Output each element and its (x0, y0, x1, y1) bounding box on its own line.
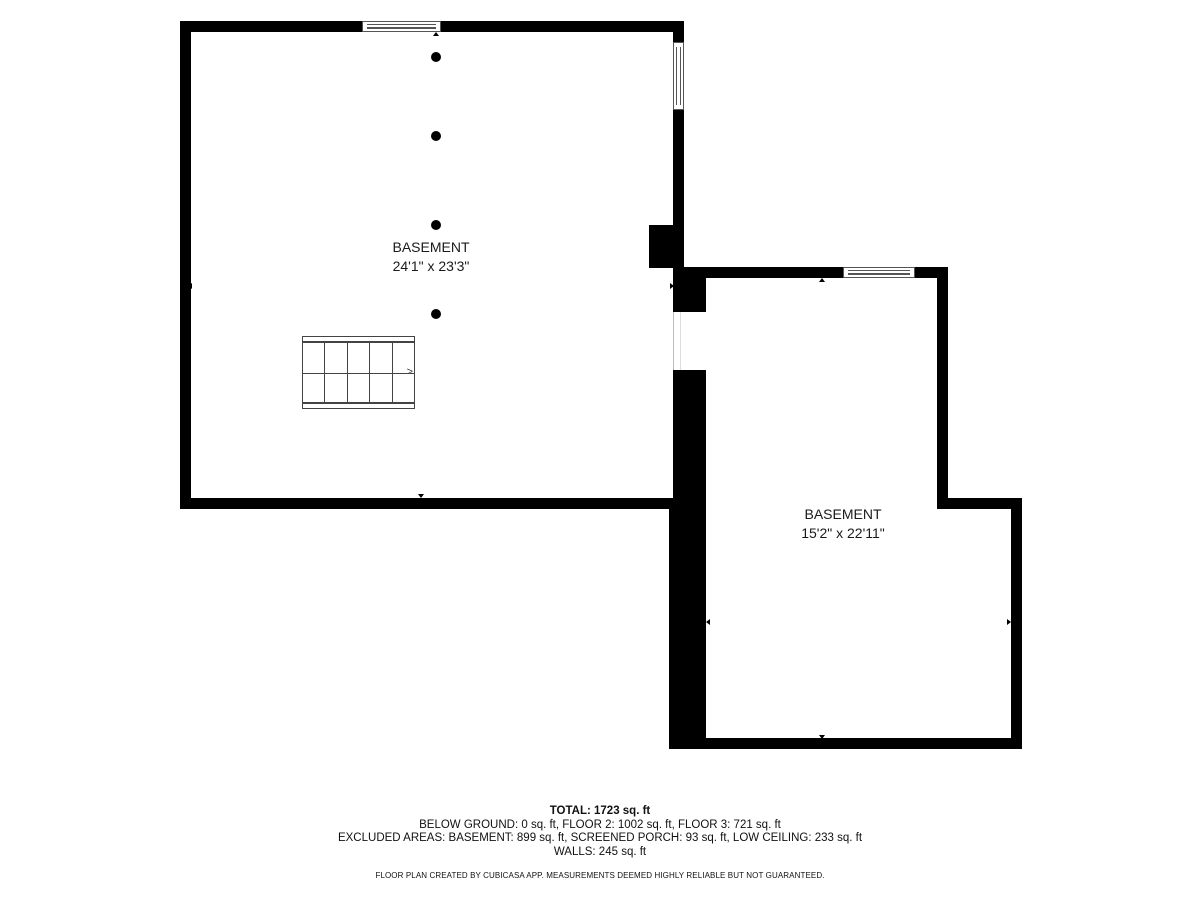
dimension-tick-icon (819, 735, 825, 739)
support-column-icon (431, 131, 441, 141)
wall-left (180, 21, 191, 508)
window-top (362, 21, 441, 32)
wall-left-upper (673, 267, 706, 312)
walls-area: WALLS: 245 sq. ft (553, 845, 647, 858)
window-right (673, 42, 684, 110)
room-name: BASEMENT (392, 239, 470, 255)
area-summary: TOTAL: 1723 sq. ft BELOW GROUND: 0 sq. f… (0, 805, 1200, 881)
wall-right-mid (673, 110, 684, 268)
wall-top-right (441, 21, 684, 32)
room-dimensions: 15'2" x 22'11" (801, 525, 885, 541)
disclaimer: FLOOR PLAN CREATED BY CUBICASA APP. MEAS… (375, 871, 825, 880)
room-dimensions: 24'1" x 23'3" (392, 258, 470, 274)
support-column-icon (431, 52, 441, 62)
dimension-tick-icon (1007, 619, 1011, 625)
wall-step (937, 498, 1022, 509)
wall-bump (649, 225, 684, 268)
dimension-tick-icon (706, 619, 710, 625)
wall-top-left (673, 267, 843, 278)
floor-areas: BELOW GROUND: 0 sq. ft, FLOOR 2: 1002 sq… (419, 818, 781, 831)
wall-top-left (180, 21, 362, 32)
dimension-tick-icon (670, 283, 674, 289)
wall-right-top (673, 21, 684, 42)
total-area: TOTAL: 1723 sq. ft (549, 805, 651, 817)
wall-bottom (669, 738, 1022, 749)
wall-right-upper (937, 267, 948, 509)
wall-right-lower (1011, 498, 1022, 749)
stair-rail (302, 336, 415, 342)
doorway (673, 312, 681, 370)
wall-left-outer (669, 498, 681, 749)
dimension-tick-icon (188, 283, 192, 289)
stair-rail (302, 403, 415, 409)
dimension-tick-icon (819, 278, 825, 282)
excluded-areas: EXCLUDED AREAS: BASEMENT: 899 sq. ft, SC… (337, 832, 863, 844)
room-name: BASEMENT (804, 506, 882, 522)
window-top (843, 267, 915, 278)
stair-direction-arrow-icon: > (406, 365, 413, 378)
room-label: BASEMENT 15'2" x 22'11" (763, 505, 923, 543)
wall-bottom (180, 498, 674, 509)
staircase-icon: > (302, 336, 415, 409)
room-label: BASEMENT 24'1" x 23'3" (351, 238, 511, 276)
support-column-icon (431, 309, 441, 319)
dimension-tick-icon (418, 494, 424, 498)
dimension-tick-icon (433, 32, 439, 36)
support-column-icon (431, 220, 441, 230)
wall-top-right (915, 267, 948, 278)
